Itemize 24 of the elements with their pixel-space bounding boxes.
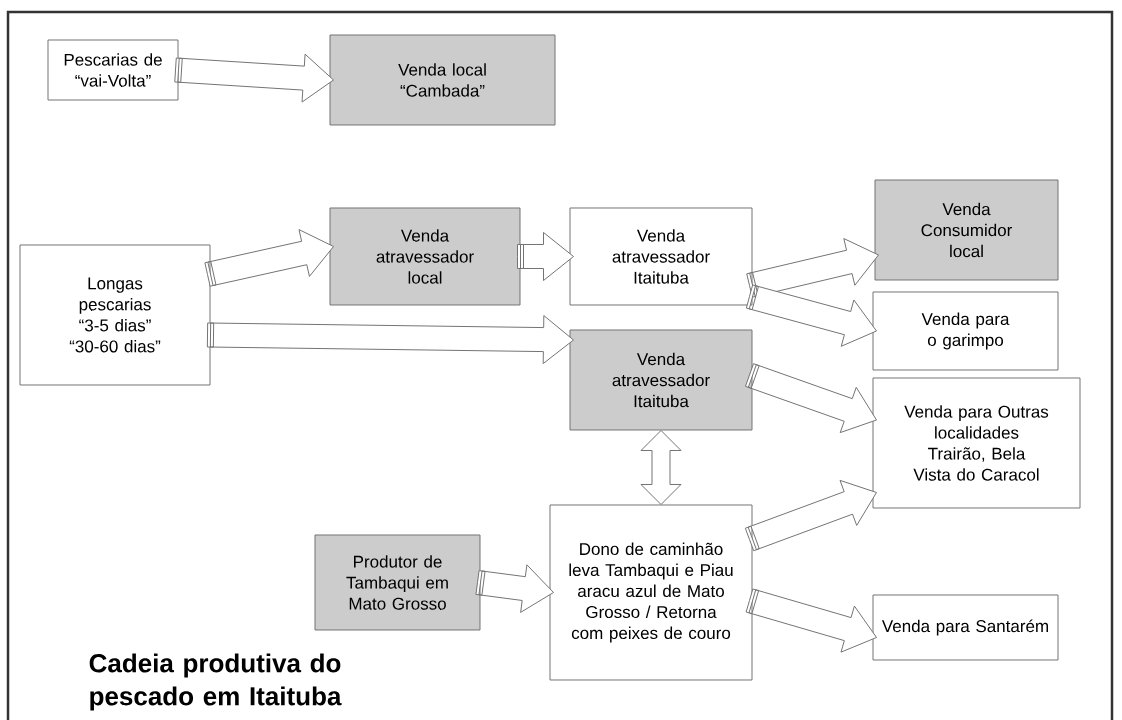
process-box: Pescarias de “vai-Volta” bbox=[47, 39, 179, 101]
block-arrow bbox=[204, 229, 334, 287]
block-arrow bbox=[745, 284, 877, 347]
block-arrow bbox=[475, 564, 554, 613]
process-box: Venda atravessador Itaituba bbox=[569, 329, 753, 431]
block-arrow bbox=[745, 588, 877, 653]
process-box: Venda local “Cambada” bbox=[329, 34, 556, 126]
process-box: Venda atravessador local bbox=[329, 207, 521, 306]
block-arrow bbox=[746, 238, 879, 298]
block-arrow bbox=[206, 315, 574, 365]
block-arrow bbox=[745, 363, 877, 434]
block-arrow bbox=[640, 430, 682, 505]
process-box: Produtor de Tambaqui em Mato Grosso bbox=[314, 534, 481, 631]
process-box: Longas pescarias “3-5 dias” “30-60 dias” bbox=[19, 244, 211, 386]
process-box: Dono de caminhão leva Tambaqui e Piau aracu azul de Mato Grosso / Retorna com peixes de couro bbox=[549, 504, 753, 681]
process-box: Venda Consumidor local bbox=[874, 179, 1059, 281]
block-arrow bbox=[517, 232, 574, 281]
process-box: Venda para Santarém bbox=[872, 594, 1059, 661]
process-box: Venda para Outras localidades Trairão, Bela Vista do Caracol bbox=[872, 377, 1081, 509]
process-box: Venda atravessador Itaituba bbox=[569, 207, 753, 306]
process-box: Venda para o garimpo bbox=[872, 291, 1059, 371]
block-arrow bbox=[174, 53, 334, 103]
block-arrow bbox=[744, 479, 877, 552]
title: Cadeia produtiva do pescado em Itaituba bbox=[89, 653, 342, 711]
